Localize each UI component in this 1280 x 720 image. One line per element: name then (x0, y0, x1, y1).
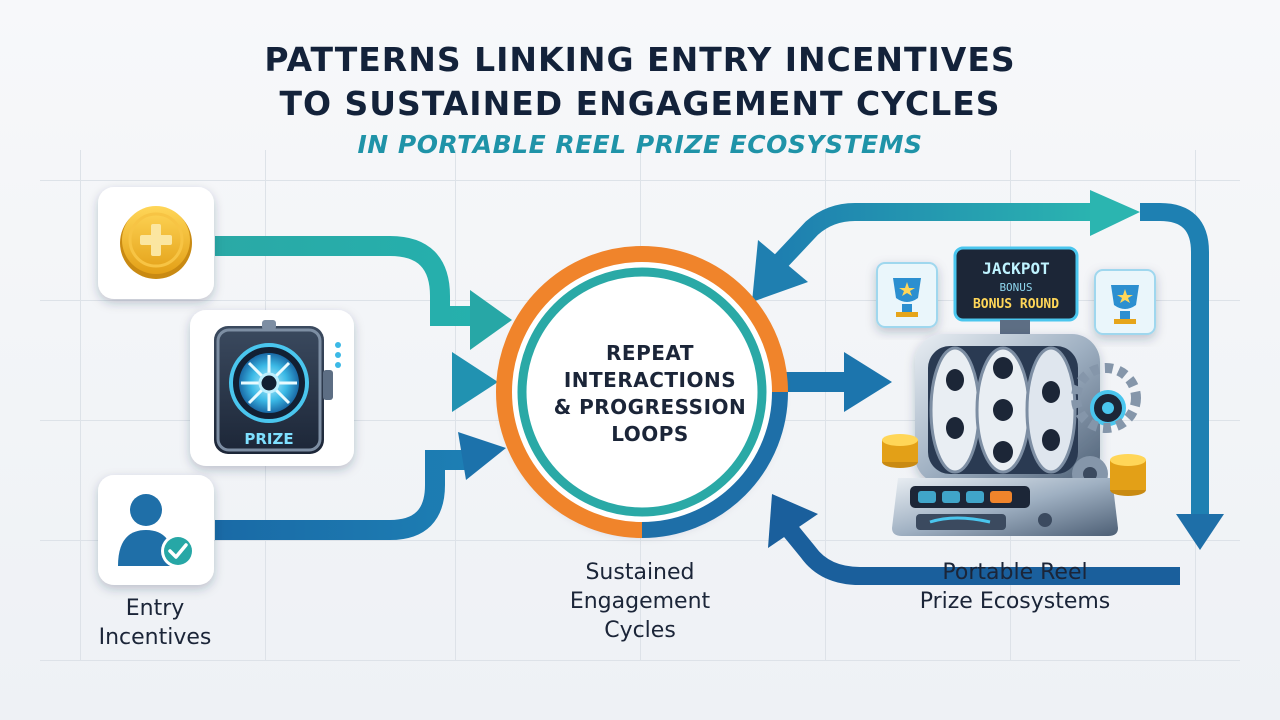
grid-line (40, 540, 1240, 541)
prize-label: PRIZE (244, 430, 293, 448)
center-line: INTERACTIONS (563, 368, 737, 392)
entry-label-line: Incentives (98, 625, 212, 650)
arrow-head (470, 290, 512, 350)
plus-coin-icon (120, 206, 192, 279)
arrow-head (452, 352, 498, 412)
grid-line (40, 660, 1240, 661)
center-ring (496, 246, 788, 538)
machine-screen-bonus-round: BONUS ROUND (973, 297, 1059, 312)
page-title-line2: TO SUSTAINED ENGAGEMENT CYCLES (279, 84, 1001, 123)
machine-screen-jackpot: JACKPOT (982, 259, 1049, 278)
arrow-loop-top (773, 203, 1100, 269)
entry-incentives-label: Entry Incentives (70, 594, 240, 652)
ecosystem-label-line: Prize Ecosystems (919, 589, 1111, 614)
prize-wheel-icon (214, 320, 341, 454)
center-node-label: REPEAT INTERACTIONS & PROGRESSION LOOPS (520, 340, 780, 448)
arrow-head (752, 240, 808, 302)
center-line: LOOPS (611, 422, 689, 446)
ecosystem-label: Portable Reel Prize Ecosystems (895, 558, 1135, 616)
cycles-label-line: Sustained (585, 560, 695, 585)
arrow-head (844, 352, 892, 412)
grid-line (825, 150, 826, 660)
ecosystem-label-line: Portable Reel (942, 560, 1088, 585)
grid-line (80, 150, 81, 660)
cycles-label-line: Cycles (604, 618, 676, 643)
engagement-cycles-label: Sustained Engagement Cycles (540, 558, 740, 645)
arrow-head (768, 494, 818, 548)
grid-line (40, 180, 1240, 181)
page-subtitle: IN PORTABLE REEL PRIZE ECOSYSTEMS (357, 130, 923, 159)
center-line: & PROGRESSION (553, 395, 747, 419)
slot-machine-icon (876, 246, 1156, 536)
arrow-head (1090, 190, 1140, 236)
arrow-loop-bottom (783, 524, 1180, 585)
user-card (98, 475, 214, 585)
arrow-entry-coin (215, 236, 478, 326)
center-line: REPEAT (606, 341, 694, 365)
arrow-entry-user (215, 450, 470, 540)
arrow-head (458, 432, 506, 480)
machine-screen-bonus: BONUS (999, 281, 1032, 294)
arrow-head (1176, 514, 1224, 550)
verified-user-icon (118, 494, 195, 568)
arrow-loop-right (1140, 203, 1209, 520)
cycles-label-line: Engagement (569, 589, 711, 614)
entry-label-line: Entry (125, 596, 185, 621)
page-title: PATTERNS LINKING ENTRY INCENTIVES (264, 40, 1016, 79)
